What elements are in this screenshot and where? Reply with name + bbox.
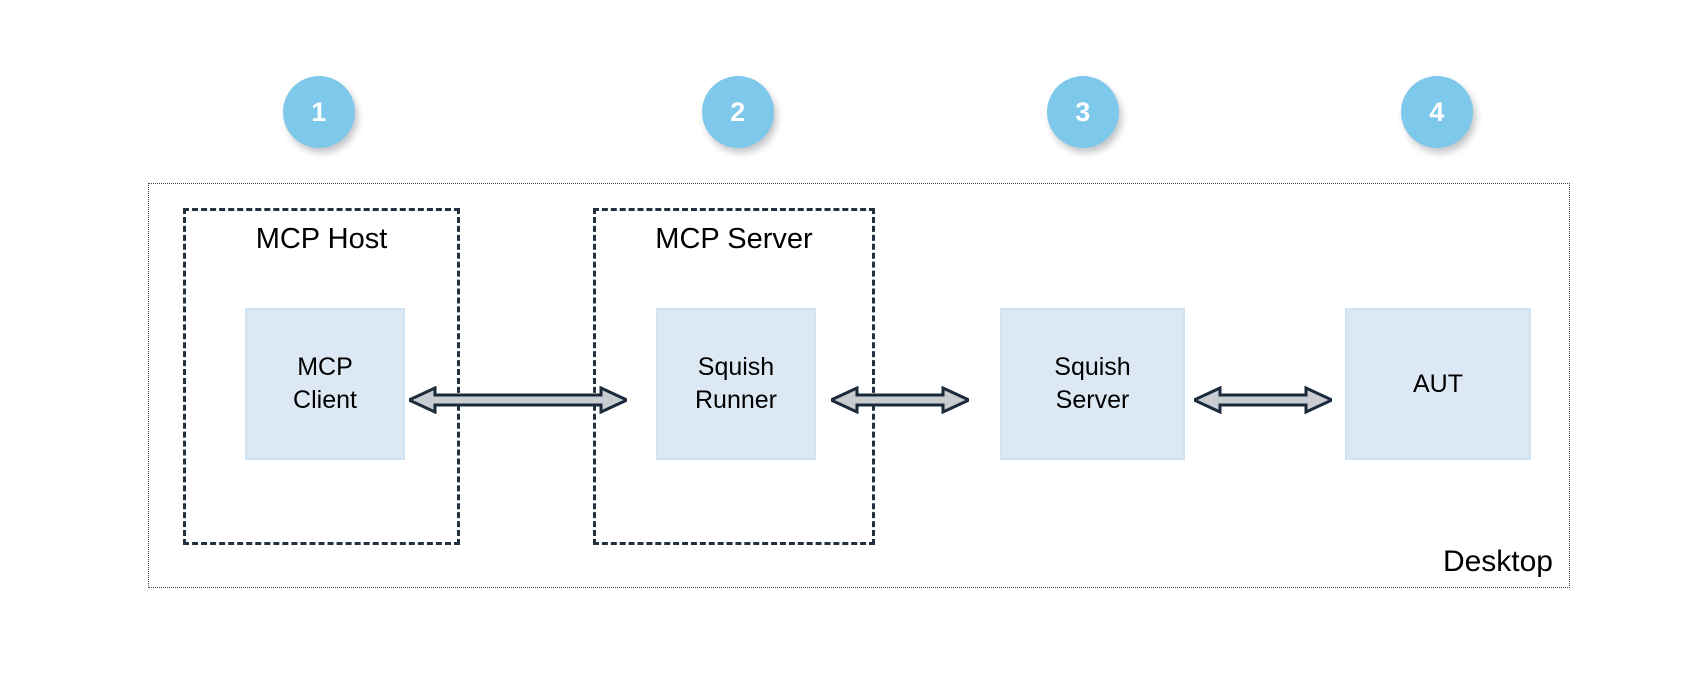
component-mcp-client-line1: MCP: [297, 353, 353, 381]
step-circle-3[interactable]: 3: [1047, 76, 1119, 148]
component-mcp-client[interactable]: MCP Client: [245, 308, 405, 460]
component-aut[interactable]: AUT: [1345, 308, 1531, 460]
step-circle-4-label: 4: [1429, 96, 1445, 127]
component-aut-line1: AUT: [1413, 369, 1463, 398]
desktop-boundary-label: Desktop: [1442, 545, 1553, 578]
component-mcp-client-line2: Client: [293, 386, 357, 414]
component-squish-server[interactable]: Squish Server: [1000, 308, 1185, 460]
group-mcp-host: MCP Host: [183, 208, 460, 545]
component-squish-server-line2: Server: [1055, 386, 1130, 414]
group-mcp-host-title: MCP Host: [255, 223, 388, 255]
component-squish-runner[interactable]: Squish Runner: [656, 308, 816, 460]
step-circle-3-label: 3: [1075, 96, 1091, 127]
component-squish-runner-line1: Squish: [697, 353, 775, 381]
step-circle-1[interactable]: 1: [283, 76, 355, 148]
desktop-boundary: Desktop: [148, 183, 1570, 588]
step-circle-4[interactable]: 4: [1401, 76, 1473, 148]
group-mcp-server: MCP Server: [593, 208, 875, 545]
group-mcp-server-title: MCP Server: [655, 223, 813, 255]
arrow-squish-server-to-aut: [1194, 386, 1332, 414]
arrow-mcp-client-to-squish-runner: [409, 386, 627, 414]
step-circle-2-label: 2: [730, 96, 746, 127]
component-squish-server-line1: Squish: [1054, 353, 1131, 381]
step-circle-1-label: 1: [311, 96, 327, 127]
arrow-squish-runner-to-squish-server: [831, 386, 969, 414]
component-squish-runner-line2: Runner: [695, 386, 777, 414]
step-circle-2[interactable]: 2: [702, 76, 774, 148]
